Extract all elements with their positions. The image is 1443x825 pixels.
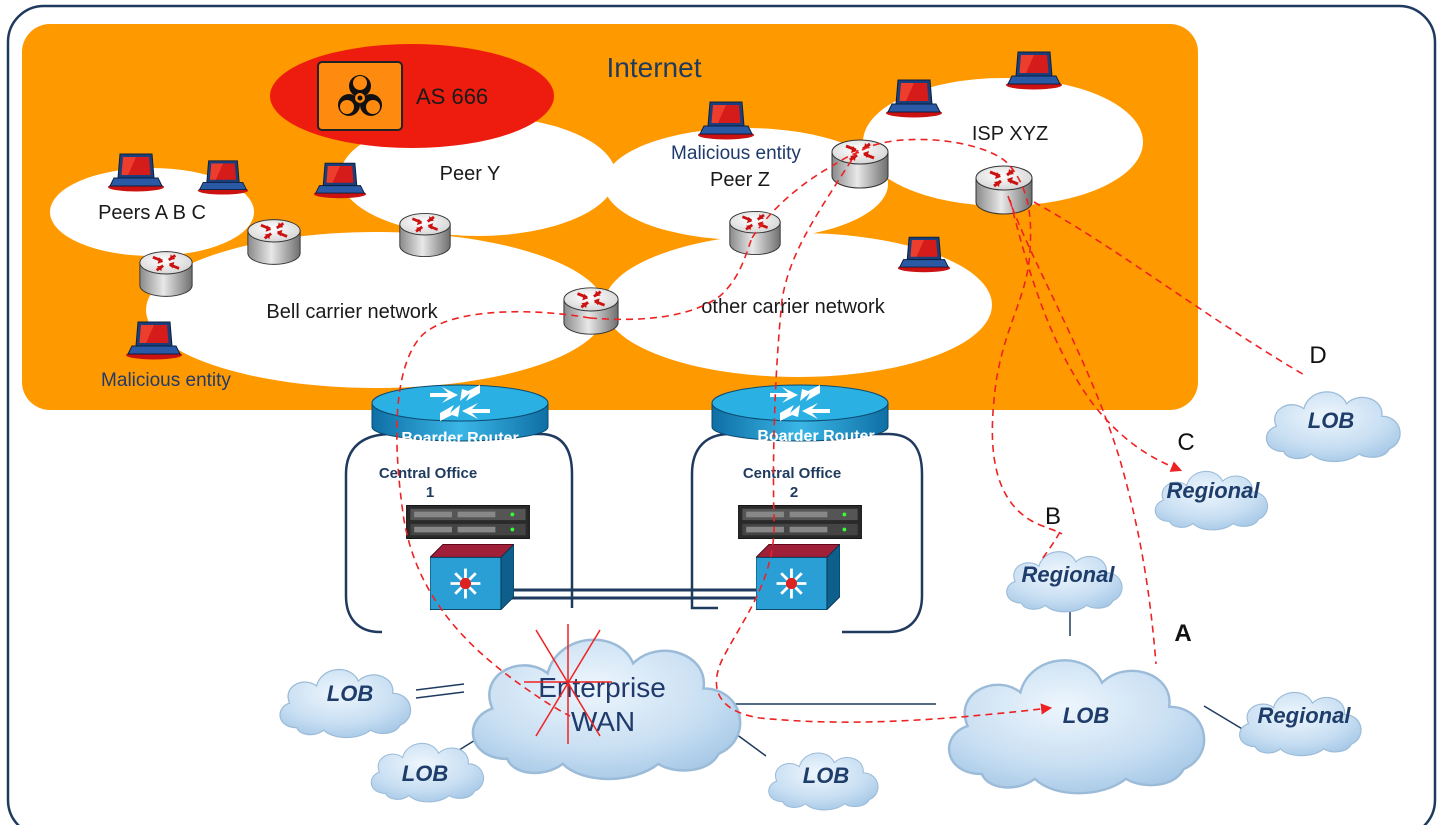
router-icon	[398, 212, 452, 258]
peer-z-label: Peer Z	[710, 169, 770, 191]
switch-icon	[430, 544, 514, 610]
peers-abc-label: Peers A B C	[98, 202, 206, 224]
border-router-1-label: Boarder Router	[401, 430, 518, 447]
connector-lines	[415, 612, 1245, 757]
central-office-1-frame	[344, 432, 574, 634]
bell-carrier-label: Bell carrier network	[266, 301, 438, 323]
enterprise-wan-label-line2: WAN	[571, 706, 635, 737]
path-marker-d: D	[1309, 342, 1326, 369]
regional-right-label: Regional	[1258, 703, 1352, 728]
central-office-1-label: Central Office	[379, 465, 477, 482]
lob-d-label: LOB	[1308, 408, 1355, 433]
enterprise-wan-label-line1: Enterprise	[538, 672, 666, 703]
peer-z-ellipse	[604, 128, 888, 240]
path-marker-c: C	[1177, 429, 1194, 456]
server-icon	[406, 505, 530, 539]
biohazard-icon	[317, 61, 403, 131]
path-marker-b: B	[1045, 503, 1061, 530]
lob-bottom-mid-label: LOB	[803, 763, 850, 788]
router-icon	[562, 286, 620, 336]
lob-bottom-left-label: LOB	[402, 761, 449, 786]
central-office-1-number: 1	[426, 484, 434, 501]
other-carrier-ellipse	[604, 233, 992, 377]
malicious-entity-top-label: Malicious entity	[671, 143, 801, 164]
central-office-2-frame	[690, 432, 924, 634]
bell-carrier-ellipse	[146, 232, 606, 388]
lob-a-label: LOB	[1063, 703, 1110, 728]
server-icon	[738, 505, 862, 539]
isp-xyz-label: ISP XYZ	[972, 123, 1048, 145]
as-666-label: AS 666	[416, 84, 488, 109]
router-icon	[138, 250, 194, 298]
internet-title: Internet	[607, 52, 702, 83]
malicious-entity-bottom-label: Malicious entity	[101, 370, 231, 391]
cut-mark	[524, 624, 612, 744]
as-666-ellipse	[270, 44, 554, 148]
other-carrier-label: other carrier network	[701, 296, 885, 318]
border-router-2-label: Boarder Router	[757, 428, 874, 445]
central-office-2-label: Central Office	[743, 465, 841, 482]
switch-icon	[756, 544, 840, 610]
path-marker-a: A	[1174, 620, 1191, 647]
router-icon	[246, 218, 302, 266]
regional-c-label: Regional	[1167, 478, 1261, 503]
lob-left-label: LOB	[327, 681, 374, 706]
traffic-paths	[396, 138, 1307, 723]
peer-y-label: Peer Y	[440, 163, 501, 185]
regional-b-label: Regional	[1022, 562, 1116, 587]
central-office-2-number: 2	[790, 484, 798, 501]
router-icon	[830, 138, 890, 190]
